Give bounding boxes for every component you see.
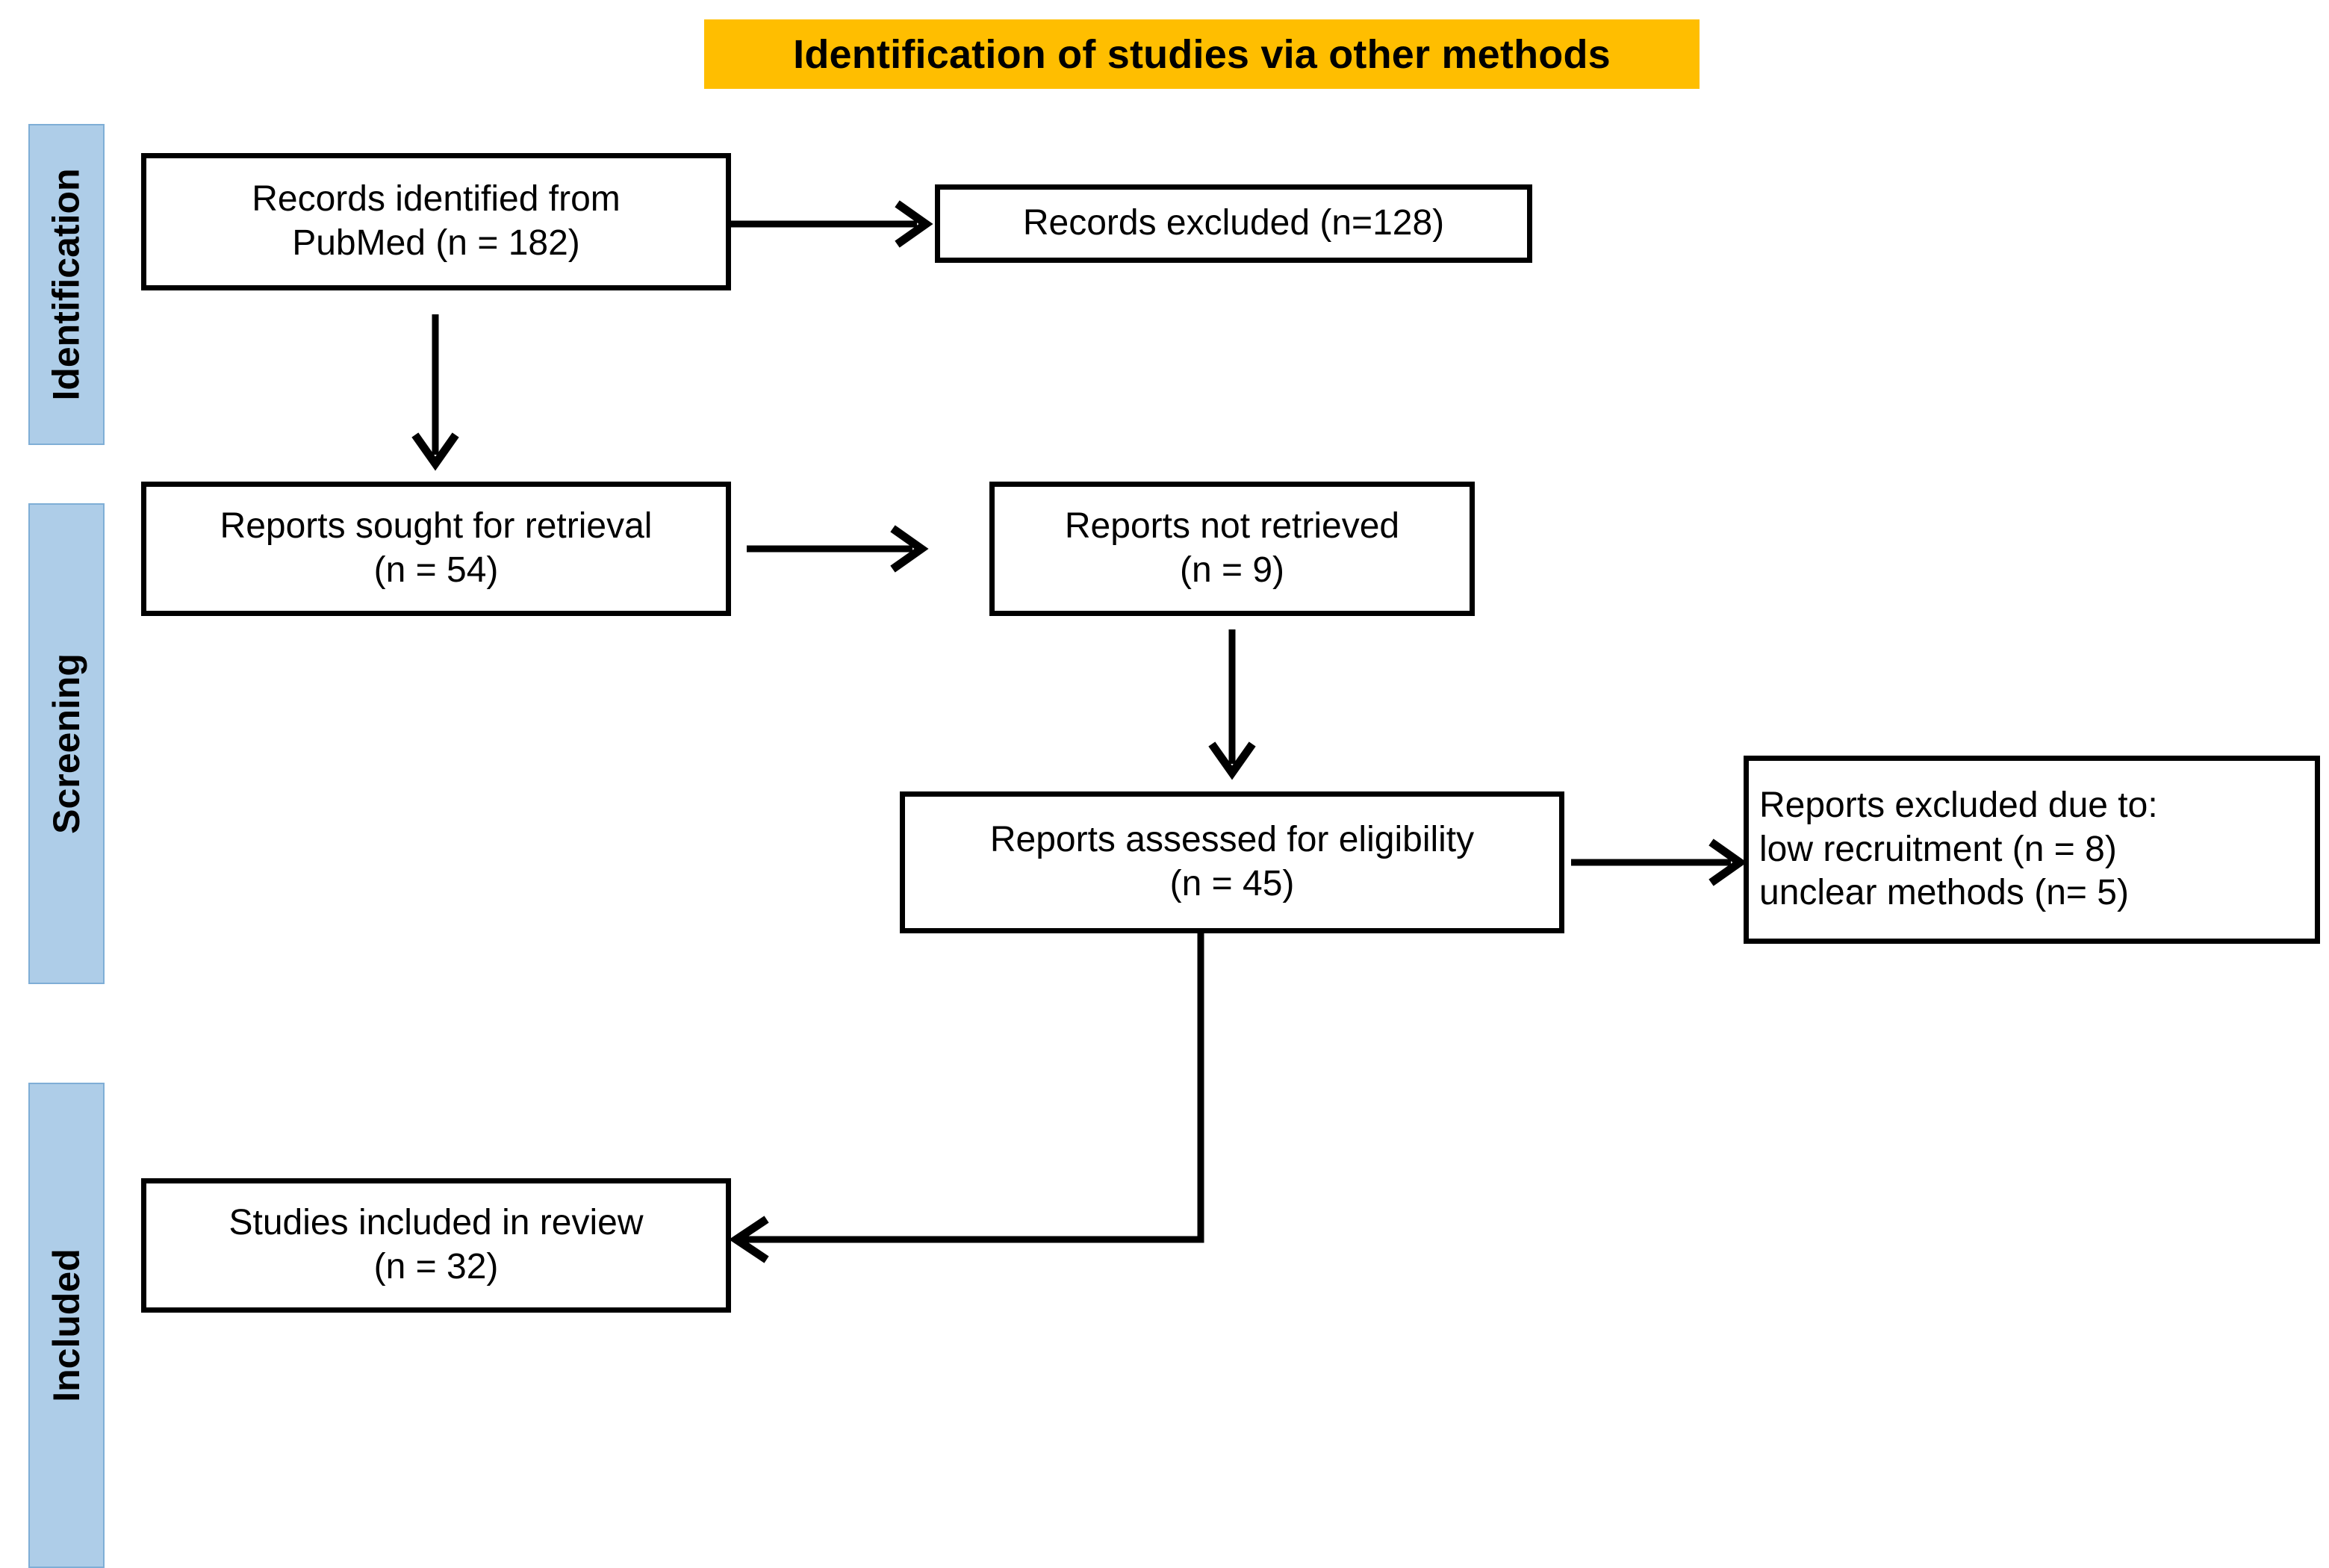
arrow-sought-to-not-retrieved <box>747 525 933 573</box>
node-reports-assessed: Reports assessed for eligibility (n = 45… <box>900 791 1564 933</box>
node-reports-assessed-line1: Reports assessed for eligibility <box>989 820 1475 860</box>
stage-included: Included <box>28 1083 105 1568</box>
node-reports-excluded-reasons-line3: unclear methods (n= 5) <box>1759 873 2129 913</box>
node-reports-assessed-line2: (n = 45) <box>1169 864 1295 903</box>
stage-identification-label: Identification <box>46 168 88 401</box>
stage-included-label: Included <box>46 1248 88 1402</box>
node-records-identified-line1: Records identified from <box>252 179 621 220</box>
arrow-assessed-to-included <box>717 928 1232 1263</box>
arrow-assessed-to-excluded-reasons <box>1571 839 1750 886</box>
stage-screening-label: Screening <box>46 653 87 834</box>
node-records-excluded-line1: Records excluded (n=128) <box>1022 203 1445 243</box>
stage-screening: Screening <box>28 503 105 984</box>
header-banner: Identification of studies via other meth… <box>704 19 1700 89</box>
node-reports-not-retrieved-line1: Reports not retrieved <box>1064 506 1400 547</box>
node-studies-included: Studies included in review (n = 32) <box>141 1178 731 1313</box>
node-studies-included-line2: (n = 32) <box>373 1247 499 1287</box>
node-records-excluded: Records excluded (n=128) <box>935 184 1532 263</box>
node-reports-sought-line1: Reports sought for retrieval <box>220 506 653 547</box>
node-studies-included-line1: Studies included in review <box>228 1203 644 1243</box>
node-reports-sought: Reports sought for retrieval (n = 54) <box>141 482 731 616</box>
node-reports-excluded-reasons-line2: low recruitment (n = 8) <box>1759 829 2117 869</box>
node-reports-excluded-reasons-line1: Reports excluded due to: <box>1759 785 2158 826</box>
node-records-identified: Records identified from PubMed (n = 182) <box>141 153 731 290</box>
arrow-identified-to-excluded <box>730 200 933 248</box>
header-title: Identification of studies via other meth… <box>793 31 1611 77</box>
node-reports-excluded-reasons: Reports excluded due to: low recruitment… <box>1744 756 2320 944</box>
arrow-not-retrieved-to-assessed <box>1208 629 1256 780</box>
arrow-identified-to-sought <box>411 314 459 471</box>
node-reports-sought-line2: (n = 54) <box>373 550 499 590</box>
node-reports-not-retrieved-line2: (n = 9) <box>1179 550 1285 590</box>
node-reports-not-retrieved: Reports not retrieved (n = 9) <box>989 482 1475 616</box>
node-records-identified-line2: PubMed (n = 182) <box>292 223 580 263</box>
stage-identification: Identification <box>28 124 105 445</box>
